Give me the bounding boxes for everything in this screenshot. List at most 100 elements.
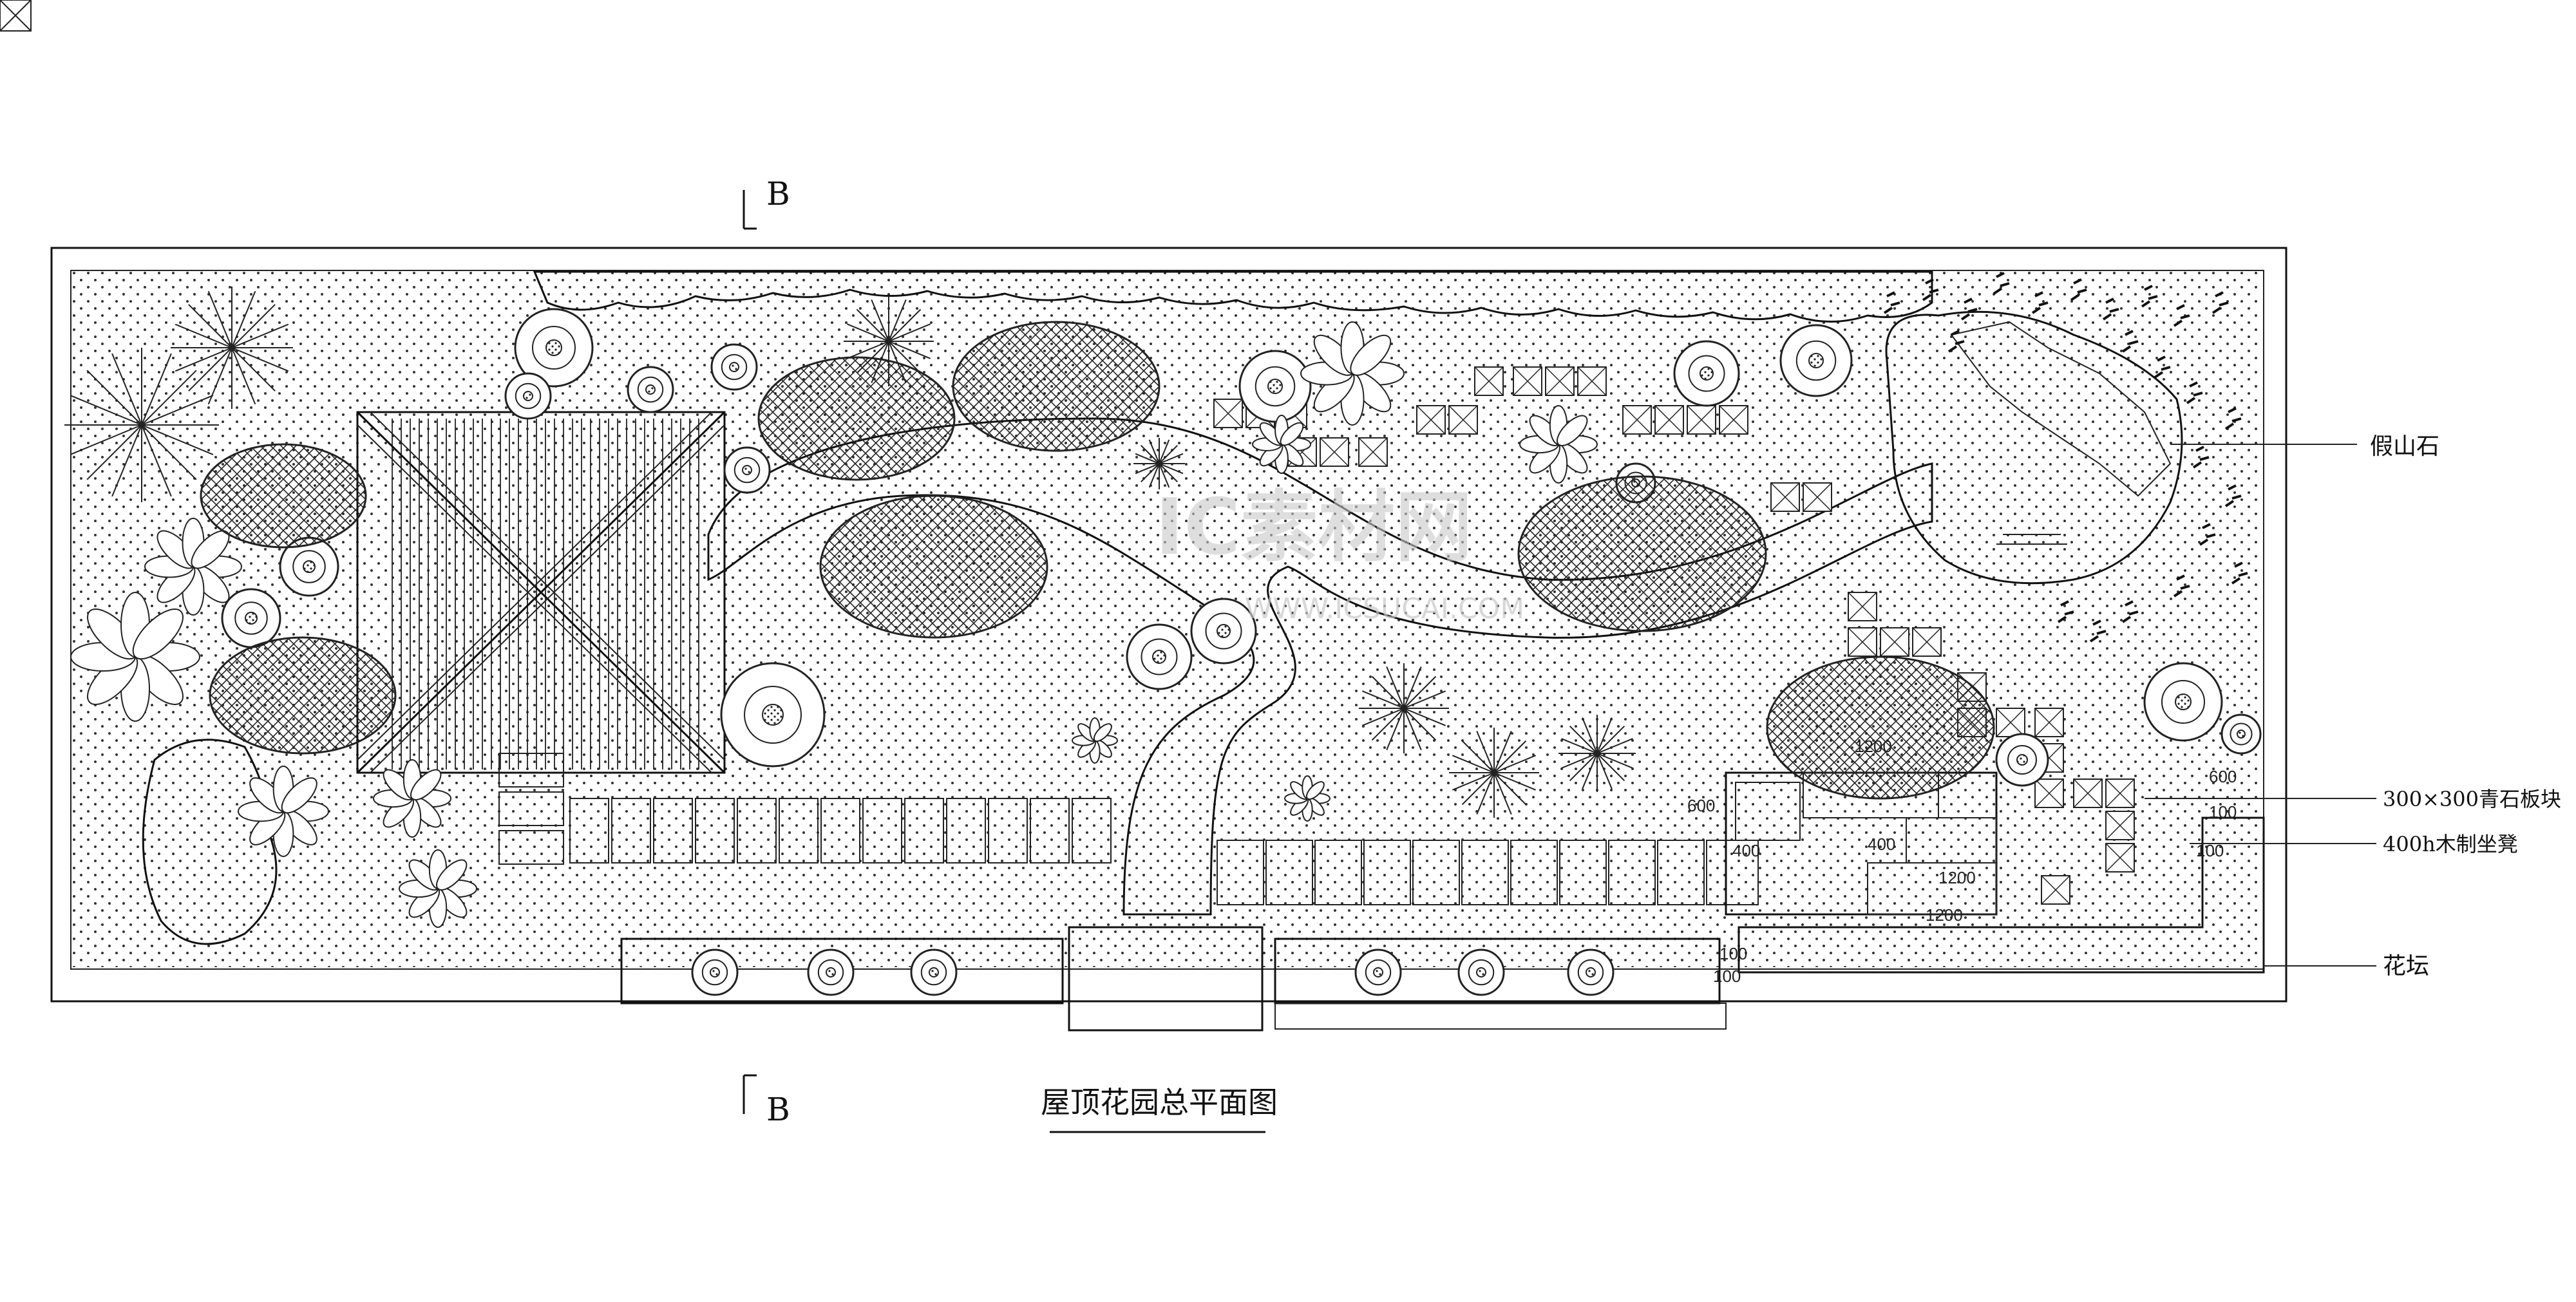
rockery-pond bbox=[1885, 310, 2183, 585]
stone-slab bbox=[2105, 811, 2135, 840]
deck-x-beams bbox=[356, 411, 726, 774]
plant-symbols bbox=[64, 287, 2262, 996]
entrance-paving bbox=[1068, 926, 1264, 1032]
shrub bbox=[627, 366, 674, 413]
stone-slab bbox=[1213, 399, 1243, 428]
shrub bbox=[723, 446, 771, 494]
stone-slab bbox=[1687, 405, 1716, 435]
bamboo-mark bbox=[1947, 330, 1965, 353]
bamboo-mark bbox=[2224, 407, 2242, 430]
flower bbox=[373, 759, 451, 838]
star-palm bbox=[1449, 728, 1539, 818]
stone-slab bbox=[1996, 708, 2025, 737]
stone-slab bbox=[2105, 843, 2135, 873]
winding-pebble-path bbox=[707, 417, 1933, 916]
watermark-brand: IC素材网 bbox=[1155, 483, 1473, 572]
flower bbox=[1072, 717, 1118, 764]
shrub bbox=[691, 948, 739, 996]
section-marker-bottom: B bbox=[766, 1091, 790, 1128]
bamboo-mark bbox=[1883, 291, 1900, 314]
star-palm bbox=[1558, 715, 1636, 792]
shrub bbox=[514, 308, 594, 388]
stone-slab bbox=[2105, 778, 2135, 808]
stone-slab bbox=[1622, 405, 1652, 435]
cloud-shrub bbox=[1517, 475, 1767, 632]
dimension-labels: 1200 1200 400 400 600 600 100 100 100 10… bbox=[1687, 737, 2237, 986]
bamboo-mark bbox=[2224, 484, 2242, 507]
stone-slab bbox=[1880, 627, 1909, 657]
cloud-shrub bbox=[952, 321, 1160, 452]
callout-flower-bed: 花坛 bbox=[2383, 953, 2429, 979]
shrub bbox=[1567, 948, 1615, 996]
stone-slabs bbox=[1213, 366, 2135, 905]
bamboo-mark bbox=[2089, 619, 2107, 643]
shrub bbox=[720, 662, 826, 768]
bamboo-mark bbox=[2231, 561, 2248, 585]
cloud-shrub bbox=[200, 443, 367, 549]
dim-label: 600 bbox=[1687, 796, 1715, 815]
shrub bbox=[1126, 623, 1193, 690]
shrub bbox=[221, 588, 281, 648]
stone-slab bbox=[1654, 405, 1684, 435]
bamboo-mark bbox=[2154, 355, 2171, 379]
callout-stone-slab: 300×300青石板块 bbox=[2383, 787, 2561, 811]
small-pond-left bbox=[142, 739, 278, 945]
dim-label: 400 bbox=[1732, 841, 1760, 860]
dim-label: 1200 bbox=[1938, 868, 1976, 887]
stepping-slabs-left bbox=[498, 753, 1112, 865]
flower bbox=[1300, 321, 1405, 426]
stone-slab bbox=[1577, 366, 1607, 396]
stone-slab bbox=[1719, 405, 1748, 435]
flower bbox=[1252, 415, 1311, 474]
star-palm bbox=[1359, 663, 1449, 753]
section-marker-top: B bbox=[766, 175, 790, 212]
shrub bbox=[279, 536, 339, 597]
dim-label: 400 bbox=[1868, 835, 1895, 854]
section-line-bottom bbox=[743, 1074, 757, 1114]
shrub bbox=[504, 372, 552, 420]
flower bbox=[1284, 775, 1331, 822]
flower bbox=[238, 766, 329, 857]
flower bbox=[144, 518, 242, 616]
cloud-shrub bbox=[819, 495, 1048, 639]
star-palm bbox=[171, 287, 293, 409]
dim-label: 100 bbox=[2209, 802, 2237, 822]
bamboo-mark bbox=[2141, 285, 2158, 308]
bamboo-mark bbox=[2070, 278, 2087, 301]
stone-slab bbox=[1545, 366, 1575, 396]
dim-label: 600 bbox=[2209, 767, 2237, 786]
shrub bbox=[1779, 324, 1853, 397]
bamboo-mark bbox=[2031, 291, 2049, 314]
callout-rockery: 假山石 bbox=[2370, 433, 2439, 460]
bamboo-mark bbox=[2102, 297, 2119, 321]
bamboo-mark bbox=[2186, 381, 2203, 404]
stone-slab bbox=[1416, 405, 1446, 435]
dim-label: 100 bbox=[1719, 944, 1747, 963]
bamboo-mark bbox=[1993, 272, 2010, 295]
bamboo-mark bbox=[1922, 278, 1939, 301]
bamboo-mark bbox=[1960, 297, 1978, 321]
flower bbox=[70, 592, 200, 722]
bamboo-grove bbox=[1883, 272, 2248, 643]
drawing-title: 屋顶花园总平面图 bbox=[1041, 1085, 1278, 1120]
shrub bbox=[1354, 948, 1402, 996]
site-outer-boundary bbox=[50, 247, 2287, 1003]
stone-slab bbox=[1803, 482, 1832, 512]
site-inner-boundary bbox=[70, 270, 2264, 970]
dim-label: 100 bbox=[1713, 967, 1741, 986]
shrub bbox=[807, 948, 855, 996]
bamboo-mark bbox=[2121, 330, 2139, 353]
dim-label: 1200 bbox=[1855, 737, 1892, 756]
stone-slab bbox=[1848, 627, 1877, 657]
shrub bbox=[1995, 733, 2049, 787]
watermark-url: WWW.ICSUCAI.COM bbox=[1245, 592, 1524, 625]
stone-slab bbox=[1770, 482, 1800, 512]
stepping-slabs-right bbox=[1217, 840, 1759, 905]
stone-slab bbox=[2041, 875, 2070, 905]
callout-wood-bench: 400h木制坐凳 bbox=[2383, 832, 2518, 856]
bamboo-mark bbox=[2173, 574, 2190, 598]
stone-slab bbox=[1320, 437, 1349, 467]
cloud-shrub bbox=[1766, 656, 1995, 800]
bamboo-mark bbox=[2057, 600, 2074, 623]
